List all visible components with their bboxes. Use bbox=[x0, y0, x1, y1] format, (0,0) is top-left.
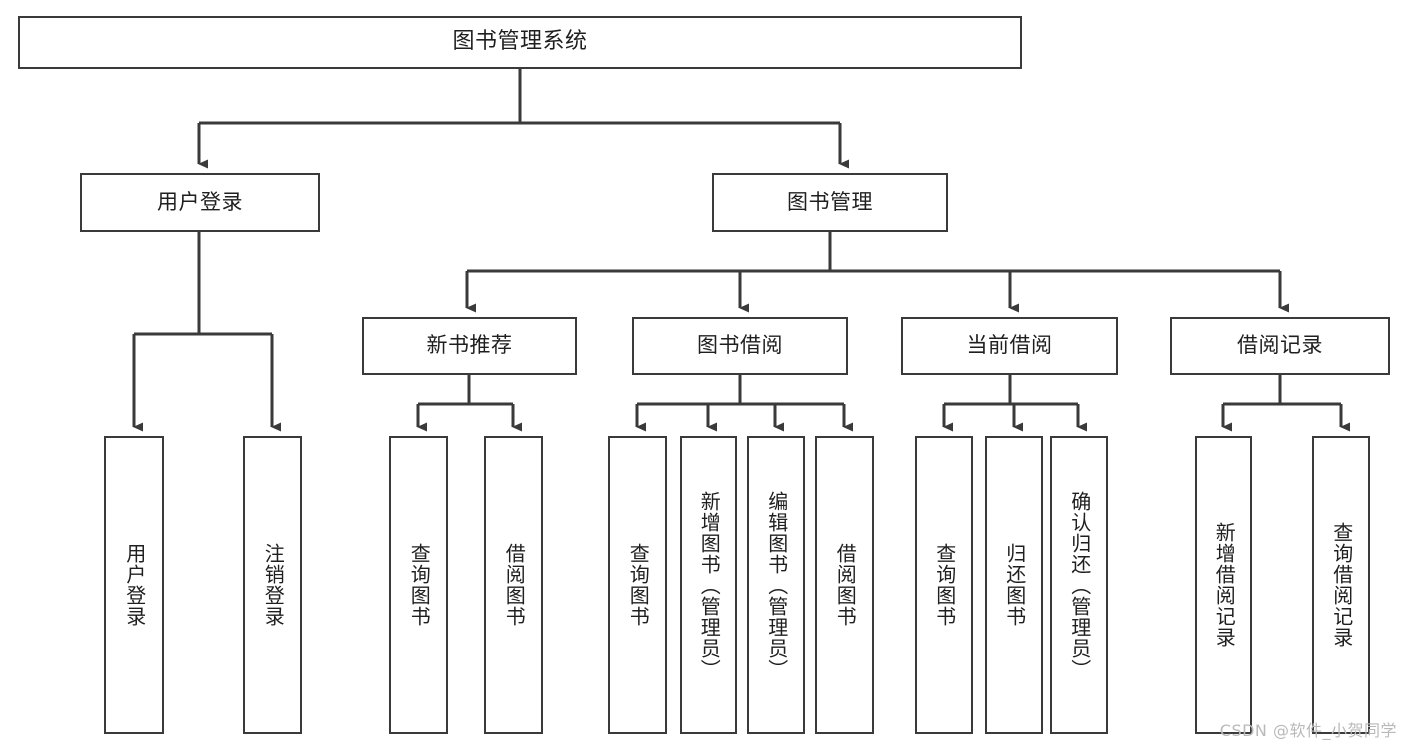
leaf-new-book-query-book[interactable]: 查询图书 bbox=[389, 436, 448, 734]
node-label: 新书推荐 bbox=[426, 333, 513, 358]
node-label: 图书管理 bbox=[787, 189, 873, 214]
leaf-current-borrow-return-book[interactable]: 归还图书 bbox=[985, 436, 1043, 734]
node-user-login[interactable]: 用户登录 bbox=[80, 173, 320, 232]
leaf-borrow-record-add-record[interactable]: 新增借阅记录 bbox=[1195, 436, 1252, 734]
node-label: 查询借阅记录 bbox=[1329, 522, 1354, 648]
node-label: 用户登录 bbox=[122, 543, 147, 627]
node-label: 图书管理系统 bbox=[452, 29, 588, 55]
node-label: 注销登录 bbox=[261, 543, 286, 627]
leaf-book-borrow-query-book[interactable]: 查询图书 bbox=[608, 436, 667, 734]
node-book-management[interactable]: 图书管理 bbox=[712, 173, 948, 232]
node-root-book-management-system[interactable]: 图书管理系统 bbox=[18, 16, 1022, 69]
node-label: 用户登录 bbox=[157, 189, 243, 214]
node-label: 查询图书 bbox=[626, 543, 651, 627]
node-label: 编辑图书（管理员） bbox=[764, 490, 789, 680]
node-label: 新增图书（管理员） bbox=[697, 490, 722, 680]
node-book-borrow[interactable]: 图书借阅 bbox=[632, 317, 848, 375]
node-label: 借阅图书 bbox=[833, 543, 858, 627]
leaf-book-borrow-edit-book-admin[interactable]: 编辑图书（管理员） bbox=[747, 436, 805, 734]
node-label: 图书借阅 bbox=[697, 333, 783, 358]
node-label: 查询图书 bbox=[932, 543, 957, 627]
leaf-book-borrow-borrow-book[interactable]: 借阅图书 bbox=[815, 436, 874, 734]
leaf-book-borrow-add-book-admin[interactable]: 新增图书（管理员） bbox=[680, 436, 737, 734]
node-current-borrow[interactable]: 当前借阅 bbox=[901, 317, 1118, 375]
csdn-watermark: CSDN @软件_小贺同学 bbox=[1219, 721, 1397, 740]
leaf-new-book-borrow-book[interactable]: 借阅图书 bbox=[484, 436, 543, 734]
node-label: 确认归还（管理员） bbox=[1067, 490, 1092, 680]
node-new-book-recommend[interactable]: 新书推荐 bbox=[362, 317, 577, 375]
leaf-current-borrow-query-book[interactable]: 查询图书 bbox=[915, 436, 973, 734]
node-borrow-record[interactable]: 借阅记录 bbox=[1170, 317, 1390, 375]
leaf-borrow-record-query-record[interactable]: 查询借阅记录 bbox=[1312, 436, 1370, 734]
node-label: 当前借阅 bbox=[966, 333, 1053, 358]
node-label: 新增借阅记录 bbox=[1212, 522, 1237, 648]
node-label: 借阅图书 bbox=[502, 543, 527, 627]
node-label: 归还图书 bbox=[1002, 543, 1027, 627]
leaf-user-login-logout[interactable]: 注销登录 bbox=[243, 436, 302, 734]
node-label: 借阅记录 bbox=[1237, 333, 1323, 358]
node-label: 查询图书 bbox=[407, 543, 432, 627]
leaf-current-borrow-confirm-return-admin[interactable]: 确认归还（管理员） bbox=[1050, 436, 1108, 734]
leaf-user-login-login[interactable]: 用户登录 bbox=[104, 436, 164, 734]
